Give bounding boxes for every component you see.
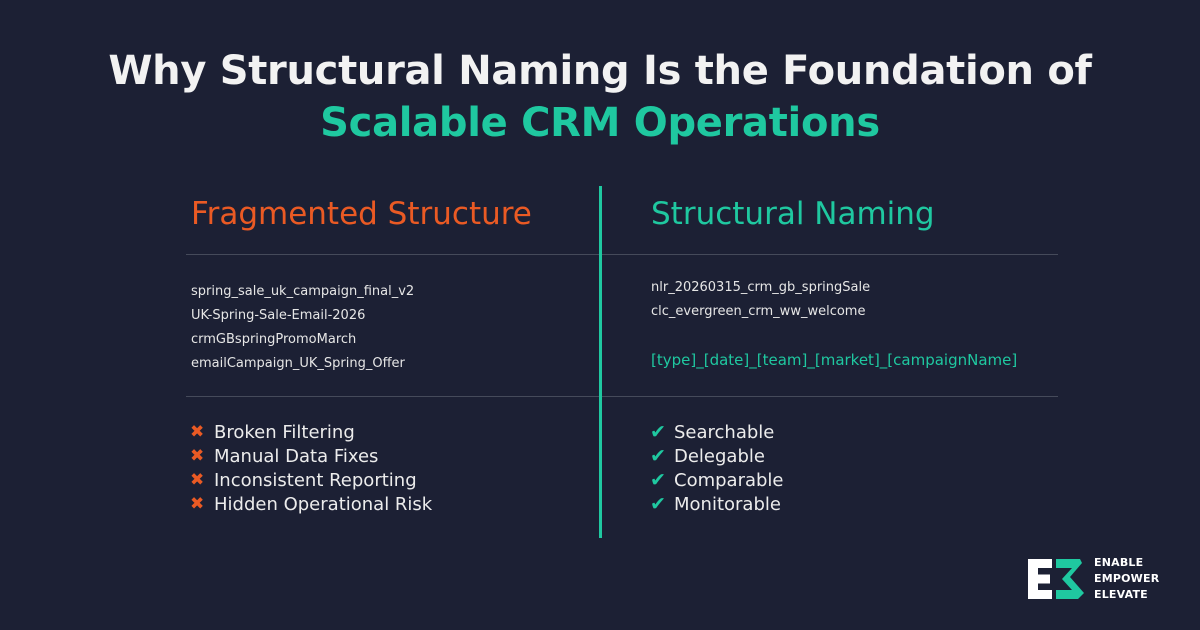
issues-list: ✖ Broken Filtering ✖ Manual Data Fixes ✖ In…	[190, 420, 432, 516]
fragmented-example: UK-Spring-Sale-Email-2026	[191, 308, 366, 323]
brand-logo: ENABLE EMPOWER ELEVATE	[1026, 555, 1176, 603]
structured-example: clc_evergreen_crm_ww_welcome	[651, 304, 866, 319]
right-top-divider	[602, 254, 1058, 255]
check-icon: ✔	[650, 469, 666, 491]
e3-logo-icon	[1028, 559, 1084, 599]
cross-icon: ✖	[190, 446, 205, 466]
check-icon: ✔	[650, 493, 666, 515]
benefit-label: Delegable	[674, 445, 765, 467]
list-item: ✔ Searchable	[650, 420, 784, 444]
vertical-divider	[599, 186, 602, 538]
benefits-list: ✔ Searchable ✔ Delegable ✔ Comparable ✔ Moni…	[650, 420, 784, 516]
structural-naming-heading: Structural Naming	[651, 196, 935, 232]
title-line-2: Scalable CRM Operations	[320, 100, 880, 146]
list-item: ✔ Monitorable	[650, 492, 784, 516]
list-item: ✔ Delegable	[650, 444, 784, 468]
check-icon: ✔	[650, 421, 666, 443]
logo-word: ENABLE	[1094, 556, 1144, 569]
cross-icon: ✖	[190, 422, 205, 442]
logo-word: ELEVATE	[1094, 588, 1148, 601]
issue-label: Hidden Operational Risk	[214, 493, 433, 515]
fragmented-structure-heading: Fragmented Structure	[191, 196, 532, 232]
left-bottom-divider	[186, 396, 599, 397]
title-line-1: Why Structural Naming Is the Foundation …	[108, 48, 1092, 94]
list-item: ✖ Broken Filtering	[190, 420, 432, 444]
fragmented-example: emailCampaign_UK_Spring_Offer	[191, 356, 405, 371]
structured-example: nlr_20260315_crm_gb_springSale	[651, 280, 871, 295]
benefit-label: Monitorable	[674, 493, 781, 515]
fragmented-example: spring_sale_uk_campaign_final_v2	[191, 284, 415, 299]
cross-icon: ✖	[190, 470, 205, 490]
benefit-label: Comparable	[674, 469, 784, 491]
list-item: ✔ Comparable	[650, 468, 784, 492]
benefit-label: Searchable	[674, 421, 775, 443]
fragmented-example: crmGBspringPromoMarch	[191, 332, 357, 347]
logo-text: ENABLE EMPOWER ELEVATE	[1094, 555, 1159, 603]
issue-label: Broken Filtering	[214, 421, 355, 443]
naming-pattern: [type]_[date]_[team]_[market]_[campaignN…	[651, 351, 1018, 369]
list-item: ✖ Hidden Operational Risk	[190, 492, 432, 516]
list-item: ✖ Manual Data Fixes	[190, 444, 432, 468]
list-item: ✖ Inconsistent Reporting	[190, 468, 432, 492]
logo-word: EMPOWER	[1094, 572, 1160, 585]
check-icon: ✔	[650, 445, 666, 467]
issue-label: Inconsistent Reporting	[214, 469, 417, 491]
cross-icon: ✖	[190, 494, 205, 514]
right-bottom-divider	[602, 396, 1058, 397]
left-top-divider	[186, 254, 599, 255]
issue-label: Manual Data Fixes	[214, 445, 379, 467]
